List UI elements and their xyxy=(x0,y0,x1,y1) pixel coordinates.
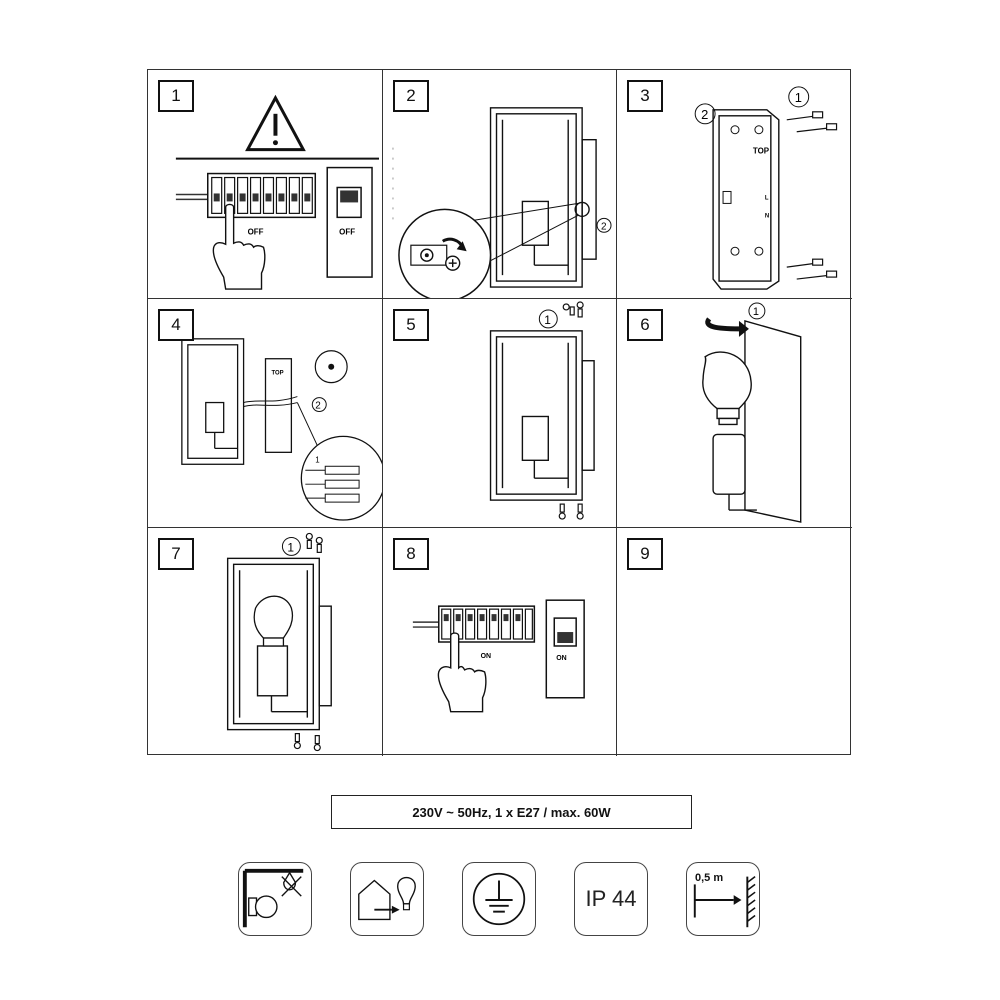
wall-mount-icon xyxy=(238,862,312,936)
socket-icon xyxy=(712,433,757,511)
step-number: 5 xyxy=(393,309,429,341)
callout-number-1: 1 xyxy=(795,90,802,105)
step-2-panel: 2 xyxy=(383,70,617,299)
top-label: TOP xyxy=(271,371,283,377)
step-number: 6 xyxy=(627,309,663,341)
screws-and-plugs-icon xyxy=(786,111,838,280)
screw-icon xyxy=(410,237,467,271)
l-terminal-label: L xyxy=(765,195,769,201)
wiring-illustration: TOP 2 1 xyxy=(181,338,382,521)
warning-triangle-icon xyxy=(245,94,306,152)
earth-ground-icon xyxy=(462,862,536,936)
lamp-body xyxy=(181,338,245,465)
terminal-block-icon xyxy=(305,465,360,503)
bulb-icon xyxy=(253,595,294,647)
electrical-specification: 230V ~ 50Hz, 1 x E27 / max. 60W xyxy=(331,795,692,829)
step-5-panel: 5 1 xyxy=(383,299,617,528)
callout-number-1: 1 xyxy=(315,455,320,464)
breaker-panel xyxy=(207,172,317,219)
step-number: 7 xyxy=(158,538,194,570)
mounting-plate-illustration: TOP L N 1 2 xyxy=(694,86,838,290)
lamp-body xyxy=(489,330,595,501)
min-distance-icon: 0,5 m xyxy=(686,862,760,936)
screws-icon xyxy=(293,532,323,752)
attach-lamp-illustration: 1 xyxy=(489,301,595,520)
power-on-illustration: ON ON xyxy=(412,599,585,713)
outdoor-lamp-icon xyxy=(350,862,424,936)
callout-number-1: 1 xyxy=(753,306,759,318)
mounting-plate xyxy=(712,109,780,290)
callout-number-1: 1 xyxy=(287,540,294,554)
close-lamp-illustration: 1 xyxy=(226,532,332,752)
top-label: TOP xyxy=(753,147,770,156)
lamp-body xyxy=(226,557,332,731)
step-number: 4 xyxy=(158,309,194,341)
step-7-panel: 7 1 xyxy=(148,528,383,756)
wall-switch xyxy=(545,599,585,699)
ip-rating-icon: IP 44 xyxy=(574,862,648,936)
wall-switch xyxy=(326,166,373,278)
wall-plate xyxy=(744,319,802,523)
callout-number-2: 2 xyxy=(315,401,321,412)
step-6-panel: 6 1 xyxy=(617,299,852,528)
hand-pointing-icon xyxy=(437,632,487,713)
step-3-panel: 3 TOP L N 1 2 xyxy=(617,70,852,299)
bulb-icon xyxy=(702,351,752,426)
step-number: 2 xyxy=(393,80,429,112)
switch-state-label: OFF xyxy=(339,227,355,236)
breaker-state-label: ON xyxy=(481,653,491,660)
detail-zoom-circle xyxy=(300,435,382,521)
ip-rating-text: IP 44 xyxy=(585,886,637,911)
n-terminal-label: N xyxy=(765,213,769,219)
step-9-panel: 9 xyxy=(617,528,852,756)
breaker-panel xyxy=(438,605,536,643)
instruction-grid: 1 xyxy=(147,69,852,756)
step-number: 1 xyxy=(158,80,194,112)
callout-number-2: 2 xyxy=(701,107,708,122)
step-8-panel: 8 ON xyxy=(383,528,617,756)
callout-number-1: 1 xyxy=(544,313,551,327)
min-distance-text: 0,5 m xyxy=(695,872,724,884)
step-number: 3 xyxy=(627,80,663,112)
rotate-arrow-icon xyxy=(705,317,749,337)
callout-number: 2 xyxy=(601,221,607,232)
remove-screw-illustration: 2 xyxy=(392,107,612,298)
breaker-state-label: OFF xyxy=(248,227,264,236)
step-number: 9 xyxy=(627,538,663,570)
screws-icon xyxy=(558,301,584,520)
symbol-row: IP 44 0,5 m xyxy=(238,862,762,940)
lamp-body xyxy=(489,107,597,288)
step-1-panel: 1 xyxy=(148,70,383,299)
step-4-panel: 4 TOP 2 1 xyxy=(148,299,383,528)
hand-pointing-icon xyxy=(212,203,266,290)
power-off-illustration: OFF OFF xyxy=(175,94,379,290)
step-number: 8 xyxy=(393,538,429,570)
switch-state-label: ON xyxy=(556,655,566,662)
insert-bulb-illustration: 1 xyxy=(702,302,802,523)
